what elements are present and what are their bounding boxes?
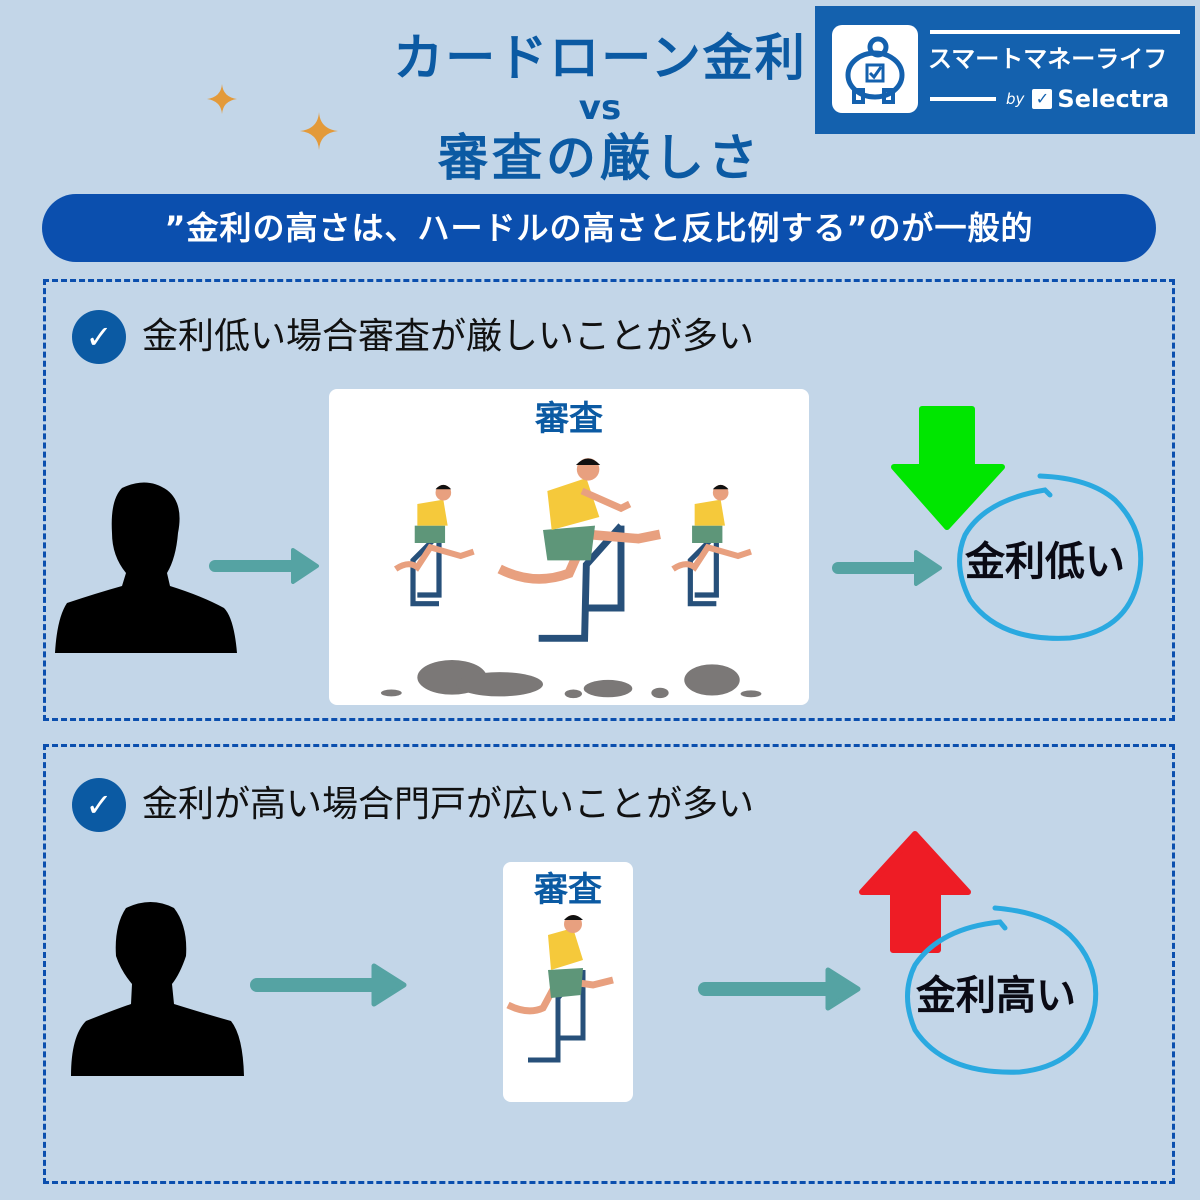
section-heading: 金利が高い場合門戸が広いことが多い <box>142 784 755 825</box>
logo-by: by <box>1006 90 1025 108</box>
result-low-rate: 金利低い <box>965 539 1125 585</box>
logo-name: スマートマネーライフ <box>928 45 1168 73</box>
circle-highlight-icon <box>905 905 1099 1075</box>
section-heading: 金利低い場合審査が厳しいことが多い <box>142 316 755 357</box>
circle-highlight-icon <box>957 473 1144 641</box>
logo-brand-name: Selectra <box>1057 85 1170 113</box>
title-line-1: カードローン金利 <box>393 29 807 87</box>
logo-byline: by ✓ Selectra <box>1006 84 1169 114</box>
summary-banner: ”金利の高さは、ハードルの高さと反比例する”のが一般的 <box>42 194 1156 262</box>
card-title: 審査 <box>534 870 602 910</box>
hurdler-small-right <box>671 484 752 607</box>
person-silhouette-icon <box>55 482 237 653</box>
logo-icon-box <box>832 25 918 113</box>
flow-arrow-icon <box>698 967 861 1011</box>
flow-arrow-icon <box>832 550 942 586</box>
sparkle-icon <box>300 112 338 150</box>
screening-card: 審査 <box>329 389 809 705</box>
flow-arrow-icon <box>250 963 407 1007</box>
logo-divider <box>930 97 996 101</box>
hurdlers-illustration <box>380 458 762 699</box>
hurdler-small-left <box>393 484 475 607</box>
check-icon: ✓ <box>1032 89 1053 109</box>
screening-card: 審査 <box>503 862 633 1102</box>
check-circle-icon: ✓ <box>72 310 126 364</box>
piggy-bank-icon <box>845 36 905 104</box>
check-circle-icon: ✓ <box>72 778 126 832</box>
logo-brand: ✓ Selectra <box>1032 84 1169 114</box>
result-high-rate: 金利高い <box>916 973 1076 1019</box>
flow-arrow-icon <box>209 548 319 584</box>
hurdler-large-center <box>497 458 661 642</box>
section-low-rate <box>43 279 1175 721</box>
title-line-2: 審査の厳しさ <box>438 129 762 187</box>
person-silhouette-icon <box>71 902 244 1076</box>
arrow-up-icon <box>859 831 971 953</box>
logo-divider <box>930 30 1180 34</box>
sparkle-icon <box>207 84 237 114</box>
hurdler-illustration <box>506 915 614 1063</box>
rocks <box>380 660 762 699</box>
section-high-rate <box>43 744 1175 1184</box>
title-vs: vs <box>578 88 622 128</box>
card-title: 審査 <box>535 399 603 439</box>
arrow-down-icon <box>891 406 1005 530</box>
